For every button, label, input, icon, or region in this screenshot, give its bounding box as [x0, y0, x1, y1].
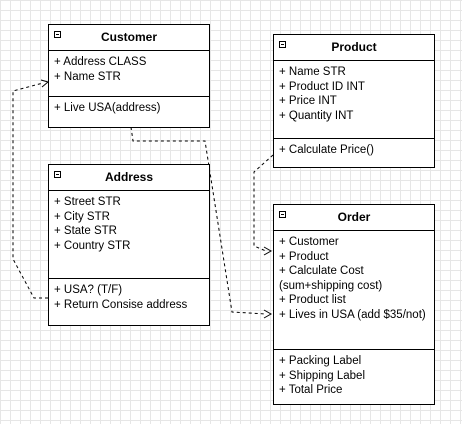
- methods-section: + USA? (T/F) + Return Consise address: [49, 279, 209, 312]
- class-name: Product: [331, 40, 377, 54]
- class-order[interactable]: Order + Customer + Product + Calculate C…: [273, 204, 435, 405]
- method: + Live USA(address): [54, 102, 161, 114]
- attributes-section: + Name STR + Product ID INT + Price INT …: [274, 61, 434, 139]
- class-product[interactable]: Product + Name STR + Product ID INT + Pr…: [273, 34, 435, 168]
- arrowhead-order-lower-icon: [263, 309, 273, 319]
- collapse-icon[interactable]: [279, 211, 286, 218]
- attribute: + City STR: [54, 210, 110, 223]
- attribute: + Lives in USA (add $35/not): [279, 308, 426, 321]
- class-name: Customer: [100, 30, 157, 44]
- attribute: + Street STR: [54, 196, 121, 208]
- collapse-icon[interactable]: [54, 31, 61, 38]
- attribute: + Country STR: [54, 239, 131, 252]
- class-name: Order: [337, 210, 371, 224]
- attribute: + Name STR: [54, 70, 121, 83]
- collapse-icon[interactable]: [279, 41, 286, 48]
- class-name: Address: [104, 170, 154, 184]
- method: + Return Consise address: [54, 298, 188, 311]
- attributes-section: + Street STR + City STR + State STR + Co…: [49, 191, 209, 279]
- method: + Calculate Price(): [279, 144, 374, 156]
- methods-section: + Calculate Price(): [274, 139, 434, 158]
- method: + Packing Label: [279, 355, 362, 367]
- attributes-section: + Customer + Product + Calculate Cost (s…: [274, 231, 434, 350]
- class-header: Customer: [49, 25, 209, 51]
- collapse-icon[interactable]: [54, 171, 61, 178]
- attribute: + Product list: [279, 294, 346, 306]
- class-customer[interactable]: Customer + Address CLASS + Name STR + Li…: [48, 24, 210, 128]
- method: + Total Price: [279, 384, 343, 396]
- attribute: + Product: [279, 250, 329, 263]
- class-header: Address: [49, 165, 209, 191]
- attribute: + Address CLASS: [54, 56, 147, 68]
- class-header: Product: [274, 35, 434, 61]
- attribute: + Customer: [279, 236, 339, 248]
- attribute: + Quantity INT: [279, 109, 354, 122]
- attribute: + Product ID INT: [279, 80, 365, 93]
- connector-product-to-order[interactable]: [253, 154, 274, 252]
- arrowhead-customer-icon: [40, 79, 50, 88]
- methods-section: + Packing Label + Shipping Label + Total…: [274, 350, 434, 398]
- class-header: Order: [274, 205, 434, 231]
- attribute: + Price INT: [279, 95, 337, 107]
- method: + USA? (T/F): [54, 284, 123, 296]
- method: + Shipping Label: [279, 369, 366, 382]
- attribute: + Name STR: [279, 66, 346, 78]
- attribute: + State STR: [54, 225, 117, 237]
- attribute: + Calculate Cost (sum+shipping cost): [279, 265, 383, 292]
- connector-address-to-customer[interactable]: [12, 82, 48, 299]
- class-address[interactable]: Address + Street STR + City STR + State …: [48, 164, 210, 326]
- attributes-section: + Address CLASS + Name STR: [49, 51, 209, 97]
- methods-section: + Live USA(address): [49, 97, 209, 116]
- arrowhead-order-upper-icon: [263, 246, 273, 256]
